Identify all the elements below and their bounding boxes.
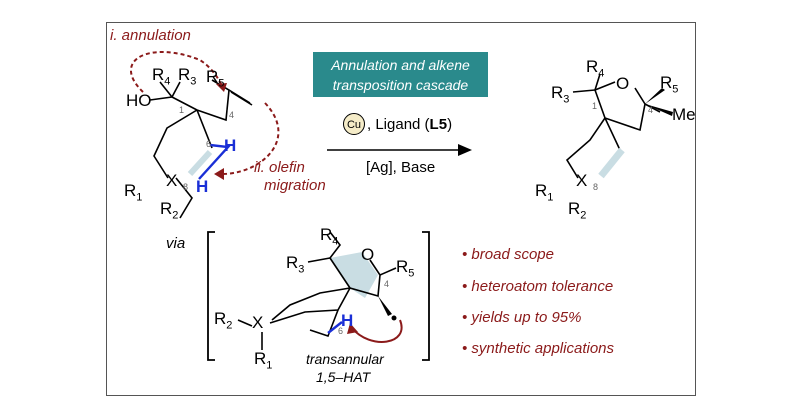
- atom-R3: R3: [178, 65, 197, 88]
- cascade-banner: Annulation and alkene transposition casc…: [313, 52, 488, 97]
- product-atom-R1: R1: [535, 181, 554, 204]
- bullet-heteroatom-tolerance: • heteroatom tolerance: [462, 278, 614, 295]
- product-locant-4: 4: [648, 105, 654, 115]
- product-atom-X: X: [576, 171, 588, 190]
- intermediate-atom-R3: R3: [286, 253, 305, 276]
- locant-8: 8: [183, 182, 189, 192]
- intermediate-ring-fill: [330, 252, 378, 298]
- ligand-conditions: , Ligand (L5): [367, 116, 453, 133]
- additive-conditions: [Ag], Base: [366, 159, 436, 176]
- product-wedge-me: [645, 104, 673, 116]
- intermediate-atom-R4: R4: [320, 225, 339, 248]
- product-locant-8: 8: [593, 182, 599, 192]
- product-atom-R3: R3: [551, 83, 570, 106]
- product-atom-Me: Me: [672, 105, 696, 124]
- locant-6: 6: [206, 139, 212, 149]
- hat-arrow-head: [347, 323, 358, 334]
- step-olefin-label-2: migration: [264, 177, 326, 194]
- product-locant-1: 1: [592, 101, 598, 111]
- intermediate-atom-R5: R5: [396, 257, 415, 280]
- red-arrow-heads: [214, 83, 227, 180]
- product-atom-R5: R5: [660, 73, 679, 96]
- atom-R1: R1: [124, 181, 143, 204]
- intermediate-atom-H: H: [341, 311, 354, 330]
- product-alkene-shadow: [598, 147, 625, 179]
- atom-X: X: [166, 171, 178, 190]
- atom-R2: R2: [160, 199, 179, 222]
- starting-material-bonds: [149, 79, 253, 219]
- locant-1: 1: [179, 105, 185, 115]
- alkene-shadow: [187, 149, 213, 177]
- intermediate-locant-4: 4: [384, 279, 390, 289]
- hat-label-1: transannular: [306, 351, 384, 367]
- step-olefin-label-1: ii. olefin: [254, 159, 305, 176]
- scheme-frame: [106, 22, 696, 396]
- product-atom-R4: R4: [586, 57, 605, 80]
- atom-HO: HO: [126, 91, 152, 110]
- intermediate-atom-X: X: [252, 313, 264, 332]
- hat-arrow: [351, 319, 403, 343]
- intermediate-bonds: [237, 231, 397, 350]
- hat-label-2: 1,5–HAT: [316, 369, 371, 385]
- intermediate-wedge: [378, 296, 392, 316]
- banner-line-2: transposition cascade: [332, 77, 469, 93]
- bullet-synthetic-applications: • synthetic applications: [462, 340, 614, 357]
- alkene-highlight-blue: [198, 143, 231, 180]
- intermediate-atom-R1: R1: [254, 349, 273, 372]
- copper-catalyst-icon: Cu: [343, 113, 365, 135]
- banner-line-1: Annulation and alkene: [331, 57, 470, 73]
- step-annulation-label: i. annulation: [110, 27, 191, 44]
- intermediate-ch-bond-blue: [327, 321, 343, 334]
- atom-H-upper: H: [224, 136, 237, 155]
- locant-4: 4: [229, 110, 235, 120]
- product-atom-R2: R2: [568, 199, 587, 222]
- product-atom-O: O: [616, 74, 630, 93]
- atom-H-lower: H: [196, 177, 209, 196]
- bullet-broad-scope: • broad scope: [462, 246, 554, 263]
- via-label: via: [166, 235, 186, 252]
- bullet-yields: • yields up to 95%: [462, 309, 582, 326]
- atom-R5: R5: [206, 67, 225, 90]
- red-arrows: [130, 51, 280, 176]
- radical-dot: [391, 315, 397, 321]
- reaction-arrow: [327, 144, 472, 156]
- intermediate-atom-O: O: [361, 245, 375, 264]
- intermediate-brackets: [207, 231, 430, 361]
- product-wedge-r5: [645, 88, 665, 104]
- intermediate-locant-6: 6: [338, 326, 344, 336]
- atom-R4: R4: [152, 65, 171, 88]
- intermediate-atom-R2: R2: [214, 309, 233, 332]
